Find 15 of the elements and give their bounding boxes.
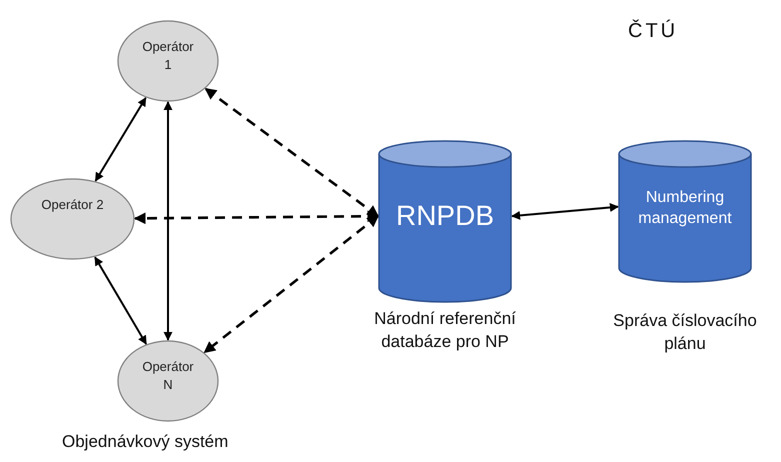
arrow — [164, 101, 172, 341]
system-label: Objednávkový systém — [62, 432, 228, 452]
database-caption: Národní referenční databáze pro NP — [373, 308, 517, 353]
dashed-arrow — [204, 88, 379, 218]
operator-label: Operátor N — [141, 358, 195, 394]
operator-label: Operátor 1 — [141, 38, 195, 74]
arrow — [94, 256, 148, 345]
database-label: RNPDB — [394, 198, 495, 233]
operator-label: Operátor 2 — [41, 196, 104, 214]
organization-label: ČTÚ — [628, 20, 678, 43]
arrow — [94, 97, 147, 182]
database-label: Numbering management — [637, 188, 733, 230]
dashed-arrow — [204, 215, 379, 354]
database-caption: Správa číslovacího plánu — [612, 310, 758, 355]
arrow — [511, 202, 619, 220]
